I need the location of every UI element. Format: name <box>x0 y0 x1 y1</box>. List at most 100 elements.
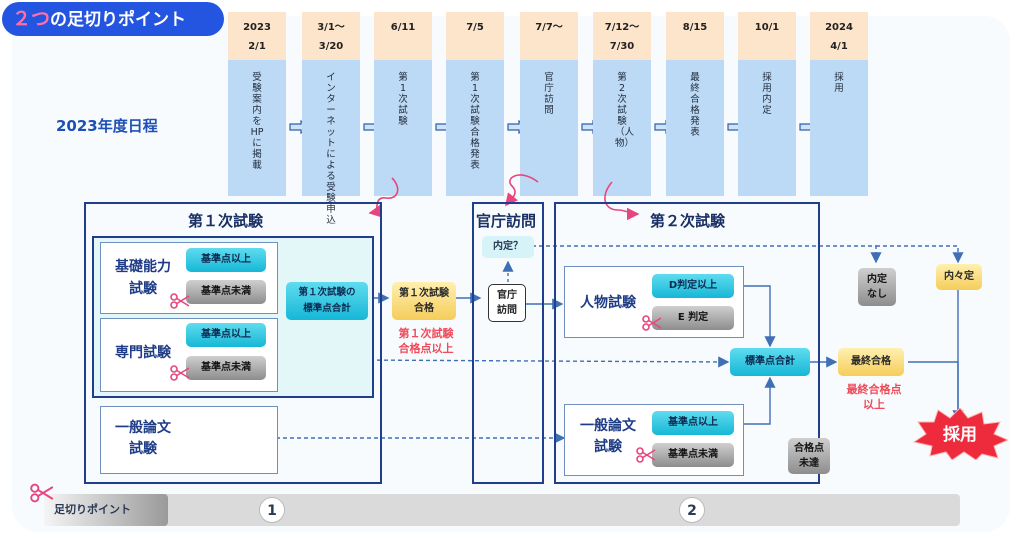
schedule-event-text: 第1次試験 <box>398 72 408 127</box>
scissors-icon <box>170 293 190 309</box>
basic-fail: 基準点未満 <box>186 280 266 304</box>
basic-label-line2: 試験 <box>129 281 157 297</box>
schedule-date-line1: 8/15 <box>682 22 708 33</box>
stage2-total: 標準点合計 <box>730 348 810 376</box>
schedule-event-text: 採用内定 <box>762 72 772 116</box>
stage1-title: 第１次試験 <box>188 212 264 230</box>
ippan1-label: 一般論文試験 <box>104 418 182 460</box>
ippan2-label-line2: 試験 <box>594 439 622 455</box>
cutoff-point-2: 2 <box>679 497 705 523</box>
stage1-pass-note: 第１次試験合格点以上 <box>390 326 462 356</box>
visit-frame <box>472 202 544 484</box>
schedule-date: 10/1 <box>738 12 796 60</box>
schedule-event: 第1次試験 <box>374 60 432 196</box>
title-badge: ２つの足切りポイント <box>2 2 224 36</box>
stage2-frame <box>554 202 820 484</box>
stage1-pass-note-line2: 合格点以上 <box>398 342 454 355</box>
ippan1-block <box>100 406 278 474</box>
schedule-event-text: 第2次試験（人物） <box>615 72 635 149</box>
stage2-title: 第２次試験 <box>650 212 726 230</box>
scissors-icon <box>30 483 54 503</box>
schedule-event-text: 官庁訪問 <box>544 72 554 116</box>
badge-highlight: ２つ <box>12 8 51 30</box>
scissors-icon <box>636 447 656 463</box>
schedule-date: 8/15 <box>666 12 724 60</box>
naitei-nashi-line2: なし <box>867 289 887 300</box>
scissors-icon <box>642 315 662 331</box>
schedule-date-line1: 2023 <box>243 22 271 33</box>
schedule-date-line2: 2/1 <box>248 41 266 52</box>
schedule-date: 2023 2/1 <box>228 12 286 60</box>
schedule-date: 3/1～ 3/20 <box>302 12 360 60</box>
basic-pass: 基準点以上 <box>186 248 266 272</box>
final-pass: 最終合格 <box>838 348 904 376</box>
senmon-pass: 基準点以上 <box>186 323 266 347</box>
badge-text: の足切りポイント <box>50 10 187 30</box>
schedule-event: 採用内定 <box>738 60 796 196</box>
naitei-nashi-line1: 内定 <box>867 274 887 285</box>
stage1-pass-line1: 第１次試験 <box>399 288 449 299</box>
schedule-event: インターネットによる受験申込 <box>302 60 360 226</box>
schedule-date-line1: 7/7～ <box>535 22 563 33</box>
schedule-event: 受験案内をHPに掲載 <box>228 60 286 196</box>
schedule-date-line1: 2024 <box>825 22 853 33</box>
schedule-event: 第2次試験（人物） <box>593 60 651 196</box>
ippan2-label-line1: 一般論文 <box>580 418 636 434</box>
schedule-date: 6/11 <box>374 12 432 60</box>
schedule-date-line2: 7/30 <box>609 41 635 52</box>
senmon-fail: 基準点未満 <box>186 356 266 380</box>
visit-box-line1: 官庁 <box>497 290 517 301</box>
schedule-date-line1: 7/5 <box>466 22 484 33</box>
stage1-total-line1: 第１次試験の <box>298 287 356 298</box>
naitei-nashi: 内定なし <box>858 268 896 306</box>
ippan2-fail: 基準点未満 <box>652 443 734 467</box>
schedule-event-text: インターネットによる受験申込 <box>326 72 336 226</box>
schedule-date-line1: 3/1～ <box>317 22 345 33</box>
final-pass-note: 最終合格点以上 <box>834 382 914 412</box>
schedule-date-line1: 7/12～ <box>604 22 640 33</box>
ippan2-pass: 基準点以上 <box>652 411 734 435</box>
cutoff-bar-label: 足切りポイント <box>44 494 168 526</box>
schedule-event: 採用 <box>810 60 868 196</box>
cutoff-point-1: 1 <box>259 497 285 523</box>
visit-box: 官庁訪問 <box>488 284 526 322</box>
schedule-date: 7/5 <box>446 12 504 60</box>
stage1-frame <box>84 202 382 484</box>
schedule-event: 第1次試験合格発表 <box>446 60 504 196</box>
schedule-date: 7/12～ 7/30 <box>593 12 651 60</box>
schedule-event: 最終合格発表 <box>666 60 724 196</box>
visit-box-line2: 訪問 <box>497 305 517 316</box>
year-label: 2023年度日程 <box>56 117 158 135</box>
jinbutsu-pass: D判定以上 <box>652 274 734 298</box>
schedule-date-line2: 4/1 <box>830 41 848 52</box>
jinbutsu-label: 人物試験 <box>580 295 636 311</box>
senmon-label: 専門試験 <box>115 345 171 361</box>
schedule-date-line2: 3/20 <box>318 41 344 52</box>
basic-label-line1: 基礎能力 <box>115 259 171 275</box>
stage1-pass-box: 第１次試験合格 <box>392 282 456 320</box>
ippan1-label-line1: 一般論文 <box>115 420 171 436</box>
stage1-pass-line2: 合格 <box>414 303 434 314</box>
gokaku-mitatsu: 合格点未達 <box>788 438 830 474</box>
schedule-event-text: 第1次試験合格発表 <box>470 72 480 171</box>
stage1-pass-note-line1: 第１次試験 <box>398 327 454 340</box>
ippan2-label: 一般論文試験 <box>568 416 648 458</box>
final-pass-note-line2: 以上 <box>863 398 885 411</box>
schedule-event-text: 最終合格発表 <box>690 72 700 138</box>
jinbutsu-fail: E 判定 <box>652 306 734 330</box>
ippan1-label-line2: 試験 <box>129 441 157 457</box>
stage1-total-line2: 標準点合計 <box>303 303 351 314</box>
schedule-event: 官庁訪問 <box>520 60 578 196</box>
schedule-date: 2024 4/1 <box>810 12 868 60</box>
basic-label: 基礎能力試験 <box>106 256 180 300</box>
saiyo-burst-icon <box>912 408 1008 460</box>
gokaku-mitatsu-line2: 未達 <box>799 458 819 469</box>
schedule-date-line1: 6/11 <box>390 22 416 33</box>
gokaku-mitatsu-line1: 合格点 <box>794 443 824 454</box>
final-pass-note-line1: 最終合格点 <box>846 383 902 396</box>
cutoff-bar <box>44 494 960 526</box>
naitei: 内々定 <box>936 264 982 290</box>
scissors-icon <box>170 365 190 381</box>
visit-title: 官庁訪問 <box>476 212 537 230</box>
